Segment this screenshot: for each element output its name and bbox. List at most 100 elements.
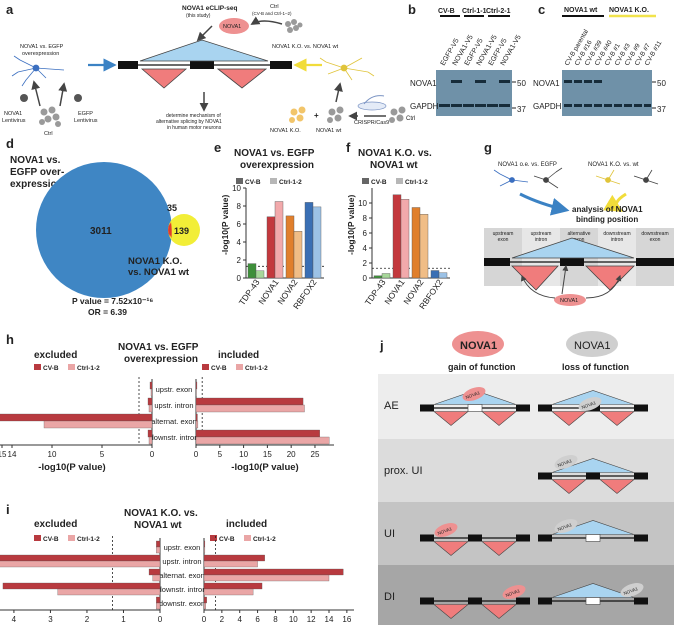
- j-skipped-exon: [585, 597, 601, 605]
- chart-i-bar-excluded-0-1: [156, 546, 161, 554]
- chart-i-bar-included-3-1: [203, 588, 254, 596]
- chart-h-legend-right-1: Ctrl-1-2: [245, 365, 268, 372]
- j-mini-blob: [620, 583, 644, 597]
- j-splice-triangle: [481, 411, 517, 426]
- nova1-blob: [219, 18, 249, 34]
- j-exon: [420, 534, 434, 542]
- chart-h-left-tick: 14: [8, 450, 17, 459]
- j-exon: [538, 472, 552, 480]
- venn-or: OR = 6.39: [88, 307, 127, 317]
- chart-e-ytick-label: 8: [237, 202, 242, 211]
- chart-i-legend-left-swatch-1: [68, 535, 75, 541]
- crispr-label: CRISPR/Cas9: [354, 120, 389, 126]
- j-mini-blob: [578, 397, 602, 411]
- chart-h-category-1: upstr. intron: [154, 401, 193, 410]
- chart-f-legend-swatch-0: [362, 178, 369, 184]
- g-right-title: NOVA1 K.O. vs. wt: [588, 162, 639, 168]
- j-mini-blob: [462, 387, 486, 401]
- blot-b-row-nova1: NOVA1: [410, 79, 437, 88]
- eclip-subtitle: (this study): [186, 13, 211, 19]
- chart-h-right-tick: 25: [311, 450, 320, 459]
- chart-f-ytick-label: 6: [363, 229, 368, 238]
- g-region-4-a: downstream: [641, 231, 668, 237]
- g-center-2: binding position: [576, 215, 638, 224]
- chart-f-bar-NOVA2-0: [411, 207, 421, 279]
- chart-h-legend-right-0: CV-B: [211, 365, 227, 372]
- chart-f-bar-NOVA1-1: [400, 199, 410, 279]
- venn-circle-set1: [36, 162, 172, 298]
- mechanism-3: in human motor neurons: [167, 125, 222, 131]
- chart-h-bar-excluded-1-0: [147, 397, 153, 406]
- chart-i-right-tick: 2: [220, 615, 225, 624]
- j-gain-blob-label: NOVA1: [460, 340, 497, 352]
- panel-label-g: g: [484, 140, 492, 155]
- venn-count-set2: 139: [174, 226, 189, 236]
- chart-h-bar-included-3-0: [195, 429, 320, 438]
- g-region-bg-4: [636, 228, 674, 286]
- panel-label-h: h: [6, 332, 14, 347]
- g-region-0-a: upstream: [493, 231, 514, 237]
- chart-f-bar-NOVA1-0: [392, 194, 402, 279]
- chart-h-category-2: alternat. exon: [151, 417, 196, 426]
- chart-h-title-2: overexpression: [124, 354, 198, 365]
- mechanism-1: determine mechanism of: [166, 113, 221, 119]
- chart-i-bar-included-1-1: [203, 560, 258, 568]
- g-neuron-gray2-icon: [633, 169, 659, 185]
- chart-i-left-head: excluded: [34, 519, 77, 530]
- chart-f-legend-0: CV-B: [371, 179, 387, 186]
- chart-h-left-tick: 5: [100, 450, 105, 459]
- g-region-3-a: downstream: [603, 231, 630, 237]
- blot-c-group-ko: NOVA1 K.O.: [609, 7, 649, 14]
- chart-h-left-tick: 10: [48, 450, 57, 459]
- chart-f-bar-RBFOX2-0: [430, 270, 440, 279]
- venn-circle-set2: [168, 214, 200, 246]
- j-splice-triangle: [433, 604, 469, 619]
- venn-set1-title-1: NOVA1 vs.: [10, 155, 61, 166]
- right-caption: NOVA1 K.O. vs. NOVA1 wt: [272, 44, 339, 50]
- j-gain-blob: [452, 331, 504, 357]
- panel-label-b: b: [408, 2, 416, 17]
- chart-h-bar-included-3-1: [195, 436, 330, 445]
- chart-e-bar-TDP-43-1: [255, 270, 265, 279]
- chart-h-bar-excluded-0-1: [150, 388, 153, 397]
- j-splice-triangle: [599, 479, 635, 494]
- venn-count-overlap: 35: [167, 203, 177, 213]
- g-region-0-b: exon: [498, 237, 509, 243]
- chart-i-legend-right-swatch-1: [244, 535, 251, 541]
- chart-i-bar-included-2-0: [203, 568, 344, 576]
- chart-h-bar-included-0-0: [195, 381, 198, 390]
- chart-f-bar-TDP-43-1: [381, 273, 391, 279]
- chart-i-bar-excluded-1-0: [0, 554, 161, 562]
- ko-cells-icon: [289, 106, 306, 123]
- left-caption-1: NOVA1 vs. EGFP: [20, 44, 64, 50]
- chart-e-bar-NOVA2-0: [285, 215, 295, 279]
- chart-e-legend-swatch-0: [236, 178, 243, 184]
- lenti-right-2: Lentivirus: [74, 118, 98, 124]
- chart-h-bar-included-2-1: [195, 420, 199, 429]
- j-exon: [538, 534, 552, 542]
- j-mini-blob-label: NOVA1: [437, 526, 453, 536]
- chart-f-ytick-label: 2: [363, 259, 368, 268]
- chart-h-left-tick: 0: [150, 450, 155, 459]
- lenti-right-1: EGFP: [78, 111, 93, 117]
- ctrl-top-sub: (CV-B and Ctrl-1–2): [252, 11, 292, 16]
- panel-label-j: j: [379, 338, 384, 353]
- chart-i-bar-excluded-2-0: [148, 568, 161, 576]
- j-mini-blob-label: NOVA1: [557, 458, 573, 468]
- chart-e-legend-swatch-1: [270, 178, 277, 184]
- j-exon: [634, 404, 648, 412]
- venn-pvalue: P value = 7.52x10⁻¹⁶: [72, 296, 153, 306]
- blot-b-row-gapdh: GAPDH: [410, 102, 439, 111]
- petri-dish-icon: [357, 95, 387, 111]
- j-mini-blob: [434, 523, 458, 537]
- j-splice-triangle: [551, 479, 587, 494]
- j-exon: [516, 404, 530, 412]
- g-neuron-blue-icon: [493, 169, 529, 187]
- chart-i-left-tick: 3: [48, 615, 53, 624]
- j-row-prox-ui: prox. UI: [384, 465, 423, 477]
- j-splice-triangle: [481, 604, 517, 619]
- chart-h-bar-included-2-0: [195, 413, 198, 422]
